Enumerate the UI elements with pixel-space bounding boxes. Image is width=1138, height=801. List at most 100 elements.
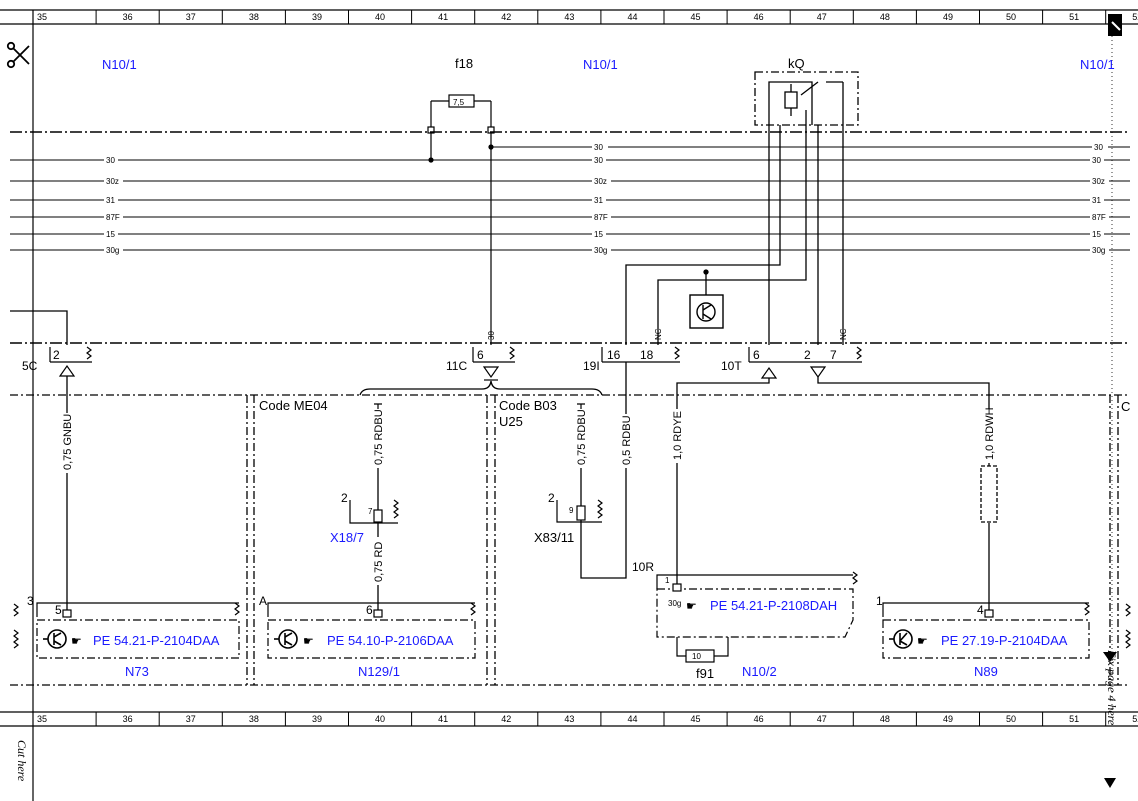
ruler-column-39: 39 bbox=[312, 12, 322, 22]
bus-label-31-left: 31 bbox=[106, 196, 115, 205]
n89-reference-link[interactable]: PE 27.19-P-2104DAA bbox=[941, 633, 1068, 648]
bus-label-30-mid: 30 bbox=[594, 156, 603, 165]
ruler-column-42: 42 bbox=[501, 714, 511, 724]
connector-19i-label: 19I bbox=[583, 359, 600, 373]
ruler-column-40: 40 bbox=[375, 12, 385, 22]
bus-label-15-right: 15 bbox=[1092, 230, 1101, 239]
n10-2-reference-link[interactable]: PE 54.21-P-2108DAH bbox=[710, 598, 837, 613]
bottom-ruler: 353637383940414243444546474849505152 bbox=[0, 711, 1138, 727]
connector-11c-pin: 6 bbox=[477, 348, 484, 362]
bus-label-30z-right: 30z bbox=[1092, 177, 1105, 186]
bus-label-15-left: 15 bbox=[106, 230, 115, 239]
n73-module-icon bbox=[43, 629, 67, 649]
bus-label-15-mid: 15 bbox=[594, 230, 603, 239]
connector-5c-pin: 2 bbox=[53, 348, 60, 362]
wire-label-w6: 1,0 RDYE bbox=[672, 411, 684, 460]
wire-label-w1: 0,75 GNBU bbox=[62, 414, 74, 470]
ruler-column-52: 52 bbox=[1132, 714, 1138, 724]
page-marker-icon bbox=[1108, 14, 1122, 36]
ruler-column-41: 41 bbox=[438, 714, 448, 724]
transistor-module-icon bbox=[689, 294, 724, 329]
wire-label-w5: 0,5 RDBU bbox=[621, 415, 633, 465]
fuse-f91-value: 10 bbox=[692, 652, 701, 661]
bus-label-87F-left: 87F bbox=[106, 213, 120, 222]
label-f91: f91 bbox=[696, 666, 714, 681]
bus-30-top-right: 30 bbox=[1094, 143, 1103, 152]
bus-label-30-left: 30 bbox=[106, 156, 115, 165]
pin-caps bbox=[374, 403, 585, 409]
x83-pin-2: 2 bbox=[548, 491, 555, 505]
cut-here-label: Cut here bbox=[15, 740, 29, 782]
code-bracket bbox=[359, 380, 603, 396]
connector-10t-label: 10T bbox=[721, 359, 742, 373]
arrow-down-icon bbox=[1104, 778, 1116, 788]
fuse-f18 bbox=[427, 94, 495, 345]
ruler-column-38: 38 bbox=[249, 714, 259, 724]
label-x18-7: X18/7 bbox=[330, 530, 364, 545]
ruler-column-39: 39 bbox=[312, 714, 322, 724]
u25-label: U25 bbox=[499, 414, 523, 429]
connector-10r-label: 10R bbox=[632, 560, 654, 574]
x18-pin-2: 2 bbox=[341, 491, 348, 505]
bus-label-30z-left: 30z bbox=[106, 177, 119, 186]
n10-2-hand-icon: ☛ bbox=[686, 599, 697, 613]
connector-19i-pin-18: 18 bbox=[640, 348, 654, 362]
ruler-column-47: 47 bbox=[817, 714, 827, 724]
n129-reference-link[interactable]: PE 54.10-P-2106DAA bbox=[327, 633, 454, 648]
n129-pin-a: A bbox=[259, 594, 267, 608]
ruler-column-50: 50 bbox=[1006, 714, 1016, 724]
ruler-column-49: 49 bbox=[943, 12, 953, 22]
ruler-column-37: 37 bbox=[186, 714, 196, 724]
n73-reference-link[interactable]: PE 54.21-P-2104DAA bbox=[93, 633, 220, 648]
n73-hand-icon: ☛ bbox=[71, 634, 82, 648]
n129-hand-icon: ☛ bbox=[303, 634, 314, 648]
wires-upper bbox=[10, 125, 844, 345]
connector-10t-pin-7: 7 bbox=[830, 348, 837, 362]
ruler-column-49: 49 bbox=[943, 714, 953, 724]
n89-hand-icon: ☛ bbox=[917, 634, 928, 648]
ruler-column-44: 44 bbox=[627, 12, 637, 22]
wire-label-w2: 0,75 RDBU bbox=[373, 409, 385, 465]
connector-10t-pin-2: 2 bbox=[804, 348, 811, 362]
label-n10-1-left: N10/1 bbox=[102, 57, 137, 72]
bus-label-87F-right: 87F bbox=[1092, 213, 1106, 222]
wire-label-w4: 0,75 RDBU bbox=[576, 409, 588, 465]
n89-pin-1: 1 bbox=[876, 594, 883, 608]
label-f18: f18 bbox=[455, 56, 473, 71]
pin-label-nc1: NC bbox=[654, 328, 663, 340]
ruler-column-42: 42 bbox=[501, 12, 511, 22]
bus-label-87F-mid: 87F bbox=[594, 213, 608, 222]
fix-page-label: Fix page 4 here bbox=[1105, 649, 1119, 726]
ruler-column-38: 38 bbox=[249, 12, 259, 22]
connector-19i-pin-16: 16 bbox=[607, 348, 621, 362]
ruler-column-51: 51 bbox=[1069, 12, 1079, 22]
connector-x83-11 bbox=[556, 499, 603, 523]
connector-10r-pin: 1 bbox=[665, 576, 670, 585]
wire-label-w7: 1,0 RDWH bbox=[984, 407, 996, 460]
bus-labels: 30 30 bbox=[592, 142, 1108, 152]
label-kq: kQ bbox=[788, 56, 805, 71]
ruler-column-46: 46 bbox=[754, 714, 764, 724]
ruler-column-37: 37 bbox=[186, 12, 196, 22]
n129-module-icon bbox=[274, 629, 298, 649]
module-n10-2 bbox=[656, 571, 858, 663]
pin-label-30: 30 bbox=[487, 331, 496, 340]
ruler-column-47: 47 bbox=[817, 12, 827, 22]
arrow-down-icon-top bbox=[1103, 652, 1117, 662]
ruler-column-50: 50 bbox=[1006, 12, 1016, 22]
n89-module-icon bbox=[889, 629, 913, 649]
ruler-column-45: 45 bbox=[691, 12, 701, 22]
label-n89: N89 bbox=[974, 664, 998, 679]
module-n129-1 bbox=[267, 602, 476, 659]
bus-label-31-mid: 31 bbox=[594, 196, 603, 205]
ruler-column-44: 44 bbox=[627, 714, 637, 724]
ruler-column-35: 35 bbox=[37, 714, 47, 724]
wire-label-w3: 0,75 RD bbox=[373, 542, 385, 582]
relay-kq bbox=[754, 71, 859, 126]
ruler-column-41: 41 bbox=[438, 12, 448, 22]
n73-pin-5: 5 bbox=[55, 603, 62, 617]
label-n10-2: N10/2 bbox=[742, 664, 777, 679]
label-n10-1-right: N10/1 bbox=[1080, 57, 1115, 72]
n89-pin-4: 4 bbox=[977, 603, 984, 617]
